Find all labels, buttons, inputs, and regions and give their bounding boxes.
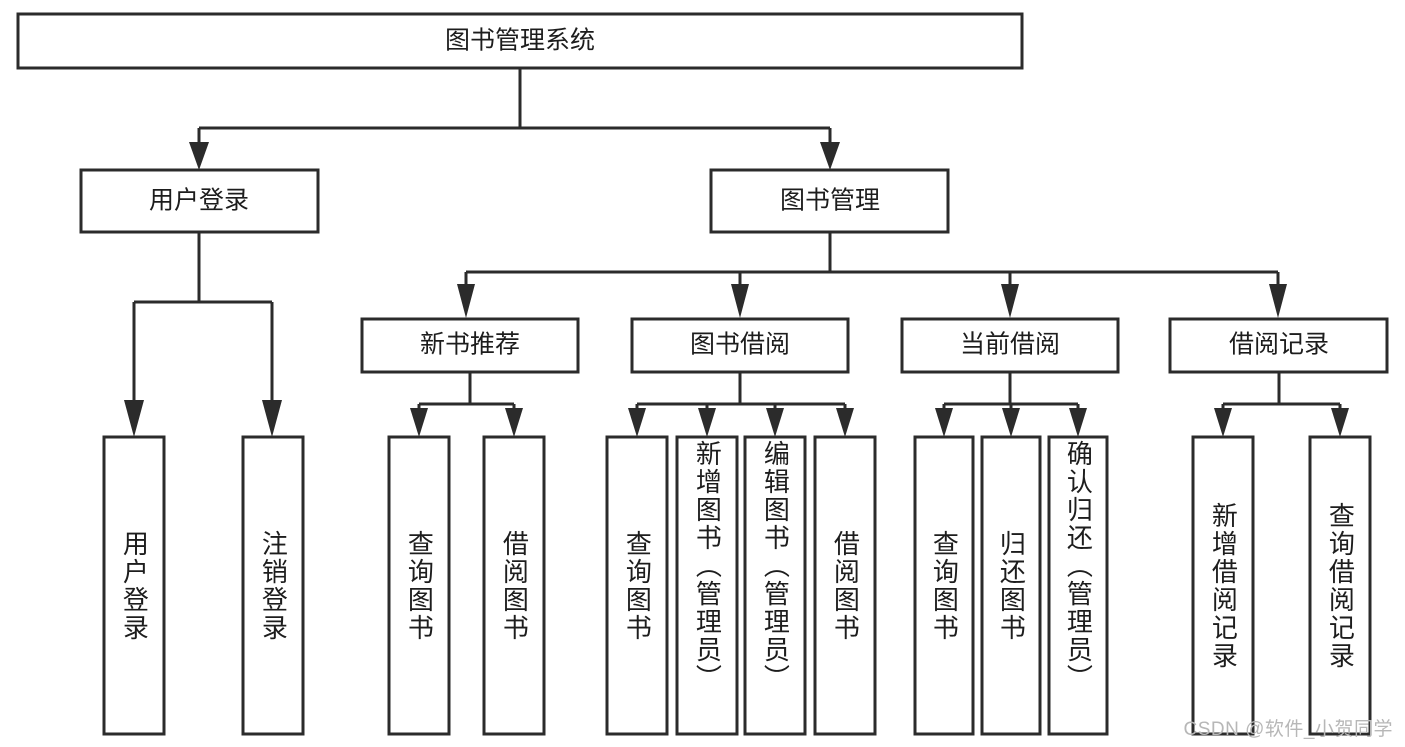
arrow-root-to-user: [189, 142, 209, 170]
leaf-user-login-0[interactable]: [102, 435, 166, 736]
node-book-borrow-label: 图书借阅: [690, 331, 790, 359]
arrow-newbook-leaf1: [410, 408, 428, 437]
arrow-current-leaf1: [935, 408, 953, 437]
node-book-management[interactable]: [709, 168, 950, 234]
arrow-borrow-leaf1: [628, 408, 646, 437]
node-root[interactable]: [16, 12, 1024, 70]
node-new-book-recommend-label: 新书推荐: [420, 331, 520, 359]
arrow-bookmgmt-current: [1001, 284, 1019, 318]
node-current-borrow[interactable]: [900, 317, 1120, 374]
arrow-borrow-leaf4: [836, 408, 854, 437]
arrow-bookmgmt-newbook: [457, 284, 475, 318]
arrow-root-to-bookmgmt: [820, 142, 840, 170]
leaf-book-borrow-2[interactable]: [743, 435, 807, 736]
arrow-newbook-leaf2: [505, 408, 523, 437]
arrow-bookmgmt-borrow: [731, 284, 749, 318]
node-book-management-label: 图书管理: [780, 187, 880, 215]
node-new-book-recommend[interactable]: [360, 317, 580, 374]
leaf-book-borrow-1[interactable]: [675, 435, 739, 736]
leaf-book-borrow-0[interactable]: [605, 435, 669, 736]
leaf-user-login-1[interactable]: [241, 435, 305, 736]
arrow-borrow-leaf3: [766, 408, 784, 437]
arrow-current-leaf2: [1002, 408, 1020, 437]
leaf-book-borrow-3[interactable]: [813, 435, 877, 736]
leaf-current-borrow-2[interactable]: [1047, 435, 1109, 736]
leaf-current-borrow-1[interactable]: [980, 435, 1042, 736]
watermark-text: CSDN @软件_小贺同学: [1183, 719, 1393, 740]
node-borrow-record[interactable]: [1168, 317, 1389, 374]
leaf-borrow-record-1[interactable]: [1308, 435, 1372, 736]
arrow-current-leaf3: [1069, 408, 1087, 437]
node-borrow-record-label: 借阅记录: [1229, 331, 1329, 359]
arrow-user-leaf2: [262, 400, 282, 437]
leaf-new-book-1[interactable]: [482, 435, 546, 736]
arrow-borrow-leaf2: [698, 408, 716, 437]
leaf-current-borrow-0[interactable]: [913, 435, 975, 736]
leaf-borrow-record-0[interactable]: [1191, 435, 1255, 736]
arrow-bookmgmt-record: [1269, 284, 1287, 318]
node-root-label: 图书管理系统: [445, 27, 595, 55]
leaf-new-book-0[interactable]: [387, 435, 451, 736]
node-user-login-label: 用户登录: [149, 187, 249, 215]
node-book-borrow[interactable]: [630, 317, 850, 374]
arrow-record-leaf1: [1214, 408, 1232, 437]
arrow-record-leaf2: [1331, 408, 1349, 437]
arrow-user-leaf1: [124, 400, 144, 437]
node-current-borrow-label: 当前借阅: [960, 331, 1060, 359]
